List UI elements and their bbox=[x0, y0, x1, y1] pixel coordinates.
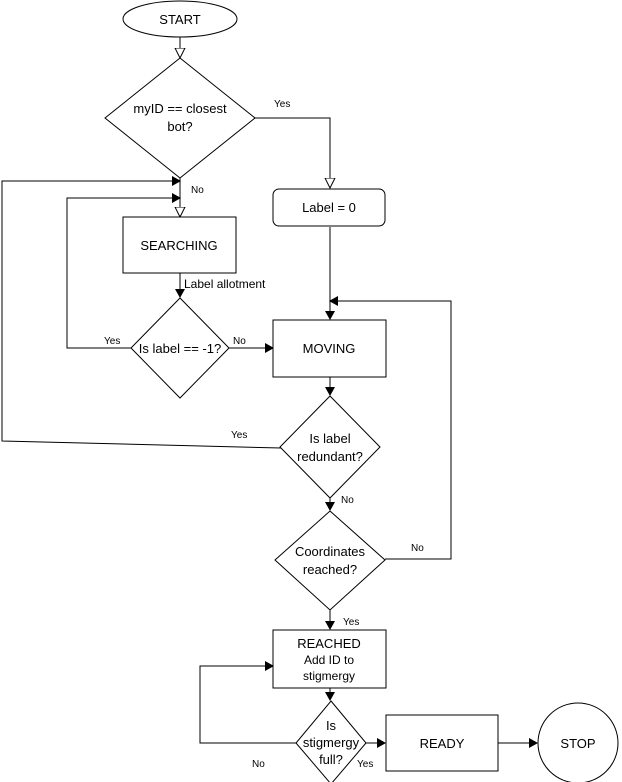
edge-label-coords-no: No bbox=[411, 543, 424, 554]
reached-line2: Add ID to bbox=[304, 653, 354, 667]
node-decision-stigmergy: Is stigmergy full? bbox=[295, 700, 367, 782]
edge-label-coords-yes: Yes bbox=[343, 617, 359, 628]
edge-label-yes-loop bbox=[66, 193, 181, 349]
edge-label-stigmergy-yes: Yes bbox=[357, 759, 373, 770]
edge-label-label-yes: Yes bbox=[104, 336, 120, 347]
node-decision-label: Is label == -1? bbox=[130, 297, 230, 399]
edge-redundant-yes-loop bbox=[1, 176, 282, 449]
node-stop: STOP bbox=[537, 702, 619, 782]
decision-closest-line2: bot? bbox=[167, 119, 192, 134]
stop-text: STOP bbox=[560, 736, 595, 751]
decision-closest-line1: myID == closest bbox=[133, 101, 227, 116]
node-decision-redundant: Is label redundant? bbox=[279, 395, 381, 499]
node-reached: REACHED Add ID to stigmergy bbox=[272, 629, 387, 689]
decision-label-text: Is label == -1? bbox=[139, 341, 221, 356]
edge-closest-yes bbox=[254, 117, 330, 187]
edge-label-redundant-yes: Yes bbox=[231, 430, 247, 441]
searching-text: SEARCHING bbox=[140, 238, 217, 253]
edge-stigmergy-no-loop bbox=[199, 661, 296, 744]
node-searching: SEARCHING bbox=[122, 216, 237, 274]
decision-coords-line2: reached? bbox=[303, 562, 357, 577]
node-decision-coords: Coordinates reached? bbox=[274, 510, 386, 611]
edge-label-label-no: No bbox=[233, 336, 246, 347]
decision-coords-line1: Coordinates bbox=[295, 544, 366, 559]
start-label: START bbox=[159, 12, 200, 27]
decision-redundant-line1: Is label bbox=[309, 431, 350, 446]
label-zero-text: Label = 0 bbox=[302, 200, 356, 215]
edge-label-stigmergy-no: No bbox=[252, 759, 265, 770]
moving-text: MOVING bbox=[303, 341, 356, 356]
node-ready: READY bbox=[385, 714, 499, 772]
decision-stigmergy-line2: stigmergy bbox=[303, 735, 360, 750]
edge-label-redundant-no: No bbox=[341, 495, 354, 506]
ready-text: READY bbox=[420, 736, 465, 751]
edge-coords-no-loop bbox=[329, 296, 452, 560]
edges bbox=[1, 37, 538, 748]
edge-label-closest-no: No bbox=[191, 185, 204, 196]
decision-redundant-line2: redundant? bbox=[297, 449, 363, 464]
decision-stigmergy-line3: full? bbox=[319, 752, 343, 767]
edge-label-closest-yes: Yes bbox=[274, 99, 290, 110]
node-start: START bbox=[122, 0, 238, 38]
edge-labels: Yes No Label allotment Yes No Yes No No … bbox=[104, 99, 424, 770]
node-moving: MOVING bbox=[272, 319, 387, 378]
decision-stigmergy-line1: Is bbox=[326, 718, 337, 733]
node-label-zero: Label = 0 bbox=[272, 188, 386, 227]
reached-line1: REACHED bbox=[297, 636, 361, 651]
edge-label-allotment: Label allotment bbox=[184, 277, 266, 291]
reached-line3: stigmergy bbox=[303, 669, 355, 683]
node-decision-closest: myID == closest bot? bbox=[104, 57, 256, 179]
